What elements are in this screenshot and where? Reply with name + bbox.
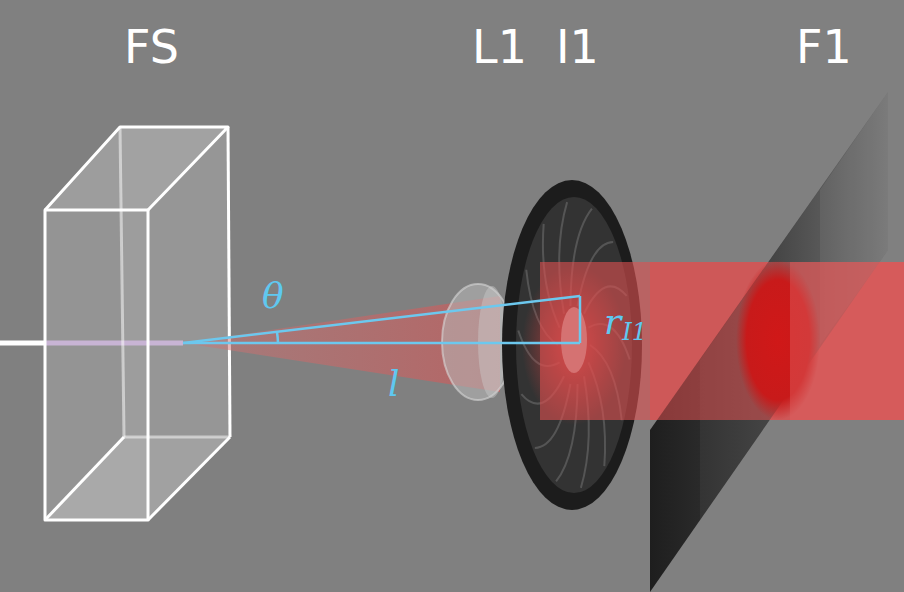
- cuvette: [45, 127, 230, 520]
- part-label: FS: [124, 24, 179, 70]
- fiber: [0, 341, 46, 346]
- laser-beam: [540, 262, 904, 420]
- geometry-lines: [183, 296, 580, 343]
- angle-symbol: θ: [262, 278, 284, 314]
- radius-subscript: I1: [622, 320, 647, 344]
- part-label: L1: [472, 24, 527, 70]
- part-label: I1: [556, 24, 599, 70]
- part-label: F1: [796, 24, 852, 70]
- radius-symbol: r: [604, 304, 621, 340]
- filter: [650, 92, 904, 592]
- length-symbol: l: [388, 366, 400, 402]
